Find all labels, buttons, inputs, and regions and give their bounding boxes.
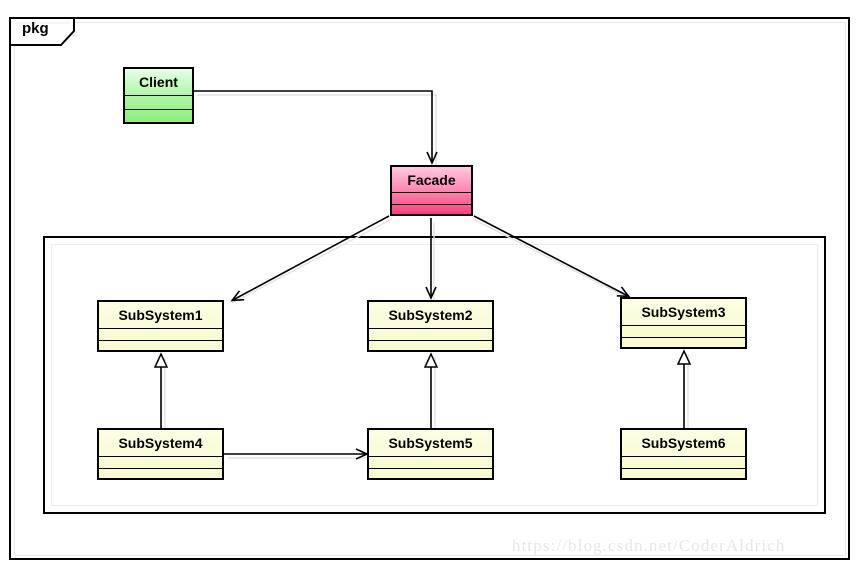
class-attributes-compartment xyxy=(99,457,222,468)
class-separator xyxy=(369,468,492,469)
class-box-client[interactable]: Client xyxy=(123,67,198,128)
class-attributes-compartment xyxy=(99,329,222,340)
watermark-text: https://blog.csdn.net/CoderAldrich xyxy=(512,536,786,555)
class-operations-compartment xyxy=(369,341,492,352)
class-operations-compartment xyxy=(99,341,222,352)
class-box-subsystem6[interactable]: SubSystem6 xyxy=(620,428,751,484)
class-separator xyxy=(369,328,492,329)
class-name-subsystem1: SubSystem1 xyxy=(118,307,203,323)
class-separator xyxy=(622,456,745,457)
class-box-subsystem3[interactable]: SubSystem3 xyxy=(620,297,751,353)
class-separator xyxy=(622,468,745,469)
class-box-facade[interactable]: Facade xyxy=(390,165,477,220)
class-separator xyxy=(125,109,192,110)
class-box-subsystem1[interactable]: SubSystem1 xyxy=(97,300,228,356)
class-operations-compartment xyxy=(369,469,492,480)
class-name-subsystem6: SubSystem6 xyxy=(641,435,726,451)
class-box-subsystem5[interactable]: SubSystem5 xyxy=(367,428,498,484)
class-name-client: Client xyxy=(139,74,178,90)
class-attributes-compartment xyxy=(125,96,192,109)
package-tab xyxy=(9,17,75,46)
class-attributes-compartment xyxy=(622,457,745,468)
class-separator xyxy=(99,468,222,469)
class-separator xyxy=(369,340,492,341)
class-operations-compartment xyxy=(392,205,471,216)
class-name-subsystem2: SubSystem2 xyxy=(388,307,473,323)
class-separator xyxy=(622,325,745,326)
class-box-subsystem2[interactable]: SubSystem2 xyxy=(367,300,498,356)
class-name-subsystem5: SubSystem5 xyxy=(388,435,473,451)
class-separator xyxy=(622,337,745,338)
class-separator xyxy=(392,192,471,193)
class-attributes-compartment xyxy=(392,193,471,204)
class-name-subsystem3: SubSystem3 xyxy=(641,304,726,320)
class-separator xyxy=(369,456,492,457)
class-name-facade: Facade xyxy=(407,171,456,188)
class-separator xyxy=(125,95,192,96)
class-box-subsystem4[interactable]: SubSystem4 xyxy=(97,428,228,484)
class-separator xyxy=(99,328,222,329)
class-attributes-compartment xyxy=(369,329,492,340)
class-attributes-compartment xyxy=(369,457,492,468)
class-separator xyxy=(99,340,222,341)
package-label: pkg xyxy=(22,20,49,37)
class-operations-compartment xyxy=(125,110,192,123)
class-operations-compartment xyxy=(99,469,222,480)
class-separator xyxy=(99,456,222,457)
class-operations-compartment xyxy=(622,338,745,349)
class-operations-compartment xyxy=(622,469,745,480)
class-attributes-compartment xyxy=(622,326,745,337)
class-separator xyxy=(392,204,471,205)
class-name-subsystem4: SubSystem4 xyxy=(118,435,203,451)
